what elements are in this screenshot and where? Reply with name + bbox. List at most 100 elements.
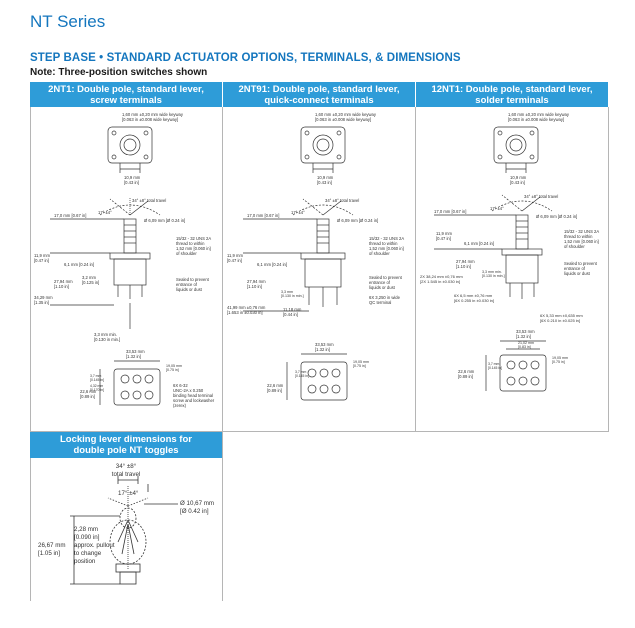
travel-label: 34° ±8° total travel xyxy=(524,194,558,199)
dimension-label: 6,1 mm [0.24 in] xyxy=(64,262,94,267)
thread-label: of shoulder xyxy=(176,251,197,256)
dimension-label: 19,05 mm xyxy=(166,364,182,368)
thread-label: 1,52 mm [0.060 in] xyxy=(564,239,599,244)
thread-label: of shoulder xyxy=(564,244,585,249)
dimension-label: [1.10 in] xyxy=(54,284,69,289)
seal-label: entrance of xyxy=(369,280,391,285)
section-note: Note: Three-position switches shown xyxy=(30,67,208,78)
dimension-label: [0.75 in] xyxy=(353,364,366,368)
dimension-label: [0.145 in] xyxy=(488,366,502,370)
diameter-label: [0.43 in] xyxy=(124,180,139,185)
angle-label: 17° ±4° xyxy=(291,210,305,215)
column-header-line2: quick-connect terminals xyxy=(264,94,374,106)
terminal-view xyxy=(485,340,547,392)
travel-label: total travel xyxy=(112,471,141,478)
bushing-label: Ø 6,09 mm [Ø 0.24 in] xyxy=(144,218,185,223)
thread-label: thread to within xyxy=(369,241,398,246)
dimension-label: 11,9 mm xyxy=(34,253,50,258)
dimension-label: 34,29 mm xyxy=(34,295,53,300)
length-label: 17,0 mm [0.67 in] xyxy=(247,213,279,218)
angle-label: 17° ±4° xyxy=(98,210,112,215)
column-header-line2: solder terminals xyxy=(475,94,549,106)
side-view xyxy=(243,198,354,312)
thread-label: thread to within xyxy=(564,234,593,239)
diameter-label: [0.43 in] xyxy=(317,180,332,185)
bushing-label: Ø 6,09 mm [Ø 0.24 in] xyxy=(337,218,378,223)
dimension-label: [0.44 in] xyxy=(283,312,298,317)
dimension-label: 19,05 mm xyxy=(552,356,568,360)
pullout-label: [0.090 in] xyxy=(74,534,100,541)
seal-label: Sealed to prevent xyxy=(369,275,403,280)
dimension-label: [1.10 in] xyxy=(456,264,471,269)
dimension-label: 6X 6,5 mm ±0,76 mm xyxy=(454,293,493,298)
thread-label: thread to within xyxy=(176,241,205,246)
keyway-label: [0.063 in ±0.008 wide keyway] xyxy=(315,117,371,122)
length-label: [1.05 in] xyxy=(38,550,60,557)
dimension-label: [0.125 in] xyxy=(82,280,99,285)
width-label: 33,53 mm xyxy=(516,329,535,334)
top-view xyxy=(300,126,346,173)
top-view xyxy=(493,126,539,173)
thread-label: of shoulder xyxy=(369,251,390,256)
width-label: 33,53 mm xyxy=(315,342,334,347)
terminal-label: 6X 6-32 xyxy=(173,383,188,388)
dimension-label: [0.145 in] xyxy=(295,374,309,378)
travel-label: 34° ±8° xyxy=(116,463,137,470)
column-header-2nt91: 2NT91: Double pole, standard lever, quic… xyxy=(223,82,415,107)
dimension-label: [0.130 in min.] xyxy=(482,274,505,278)
dimension-label: 27,94 mm xyxy=(456,259,475,264)
dimension-label: [0.47 in] xyxy=(34,258,49,263)
dimension-label: 2X 38,24 mm ±0,76 mm xyxy=(420,274,463,279)
bushing-label: Ø 6,09 mm [Ø 0.24 in] xyxy=(536,214,577,219)
column-divider xyxy=(415,107,416,431)
pullout-label: to change xyxy=(74,550,102,557)
dimension-label: [0.75 in] xyxy=(552,360,565,364)
seal-label: entrance of xyxy=(176,282,198,287)
dimension-label: 4,32 mm xyxy=(90,384,103,388)
width-label: [1.32 in] xyxy=(126,354,141,359)
height-label: 22,6 mm xyxy=(267,383,284,388)
diameter-label: 10,9 mm xyxy=(317,175,334,180)
travel-label: 34° ±8° total travel xyxy=(325,198,359,203)
dimension-label: 3,3 mm min. xyxy=(482,270,502,274)
keyway-label: 1,60 mm ±0,20 mm wide keyway xyxy=(315,112,377,117)
dimension-label: 6X 5,33 mm ±0,635 mm xyxy=(540,313,583,318)
terminal-label: (zerex) xyxy=(173,403,187,408)
top-view xyxy=(107,126,153,173)
side-view xyxy=(434,194,553,299)
dimension-label: 27,94 mm xyxy=(54,279,73,284)
column-divider xyxy=(30,107,31,431)
lever-view xyxy=(70,476,178,585)
height-label: [0.89 in] xyxy=(80,394,95,399)
dimension-label: 6,1 mm [0.24 in] xyxy=(464,241,494,246)
seal-label: liquids or dust xyxy=(564,271,591,276)
dimension-label: [0.145 in] xyxy=(90,378,104,382)
keyway-label: [0.063 in ±0.008 wide keyway] xyxy=(122,117,178,122)
diameter-label: 10,9 mm xyxy=(124,175,141,180)
terminal-view xyxy=(99,360,161,406)
drawing-2nt1: 1,60 mm ±0,20 mm wide keyway [0.063 in ±… xyxy=(34,112,215,408)
dimension-label: [1.35 in] xyxy=(34,300,49,305)
column-header-2nt1: 2NT1: Double pole, standard lever, screw… xyxy=(30,82,222,107)
dimension-label: [6X 0.255 in ±0.030 in] xyxy=(454,298,494,303)
locking-header-line2: double pole NT toggles xyxy=(73,445,179,456)
dimension-label: 11,18 mm xyxy=(283,307,302,312)
dimension-label: 11,9 mm xyxy=(227,253,243,258)
height-label: [0.89 in] xyxy=(267,388,282,393)
side-view xyxy=(50,197,161,329)
height-label: 22,6 mm xyxy=(80,389,97,394)
dimension-label: [0.130 in min.] xyxy=(94,337,120,342)
length-label: 17,0 mm [0.67 in] xyxy=(54,213,86,218)
qc-label: 6X 3,250 in wide xyxy=(369,295,401,300)
seal-label: liquids or dust xyxy=(369,285,396,290)
diameter-label: [0.43 in] xyxy=(510,180,525,185)
terminal-view xyxy=(286,353,348,401)
width-label: [0.83 in] xyxy=(518,345,531,349)
seal-label: entrance of xyxy=(564,266,586,271)
width-label: [1.32 in] xyxy=(516,334,531,339)
column-header-line1: 12NT1: Double pole, standard lever, xyxy=(431,83,593,95)
thread-label: 1,52 mm [0.060 in] xyxy=(369,246,404,251)
thread-label: 15/32 - 32 UNS 2A xyxy=(176,236,211,241)
section-heading: STEP BASE • STANDARD ACTUATOR OPTIONS, T… xyxy=(30,52,461,64)
qc-label: QC terminal xyxy=(369,300,391,305)
